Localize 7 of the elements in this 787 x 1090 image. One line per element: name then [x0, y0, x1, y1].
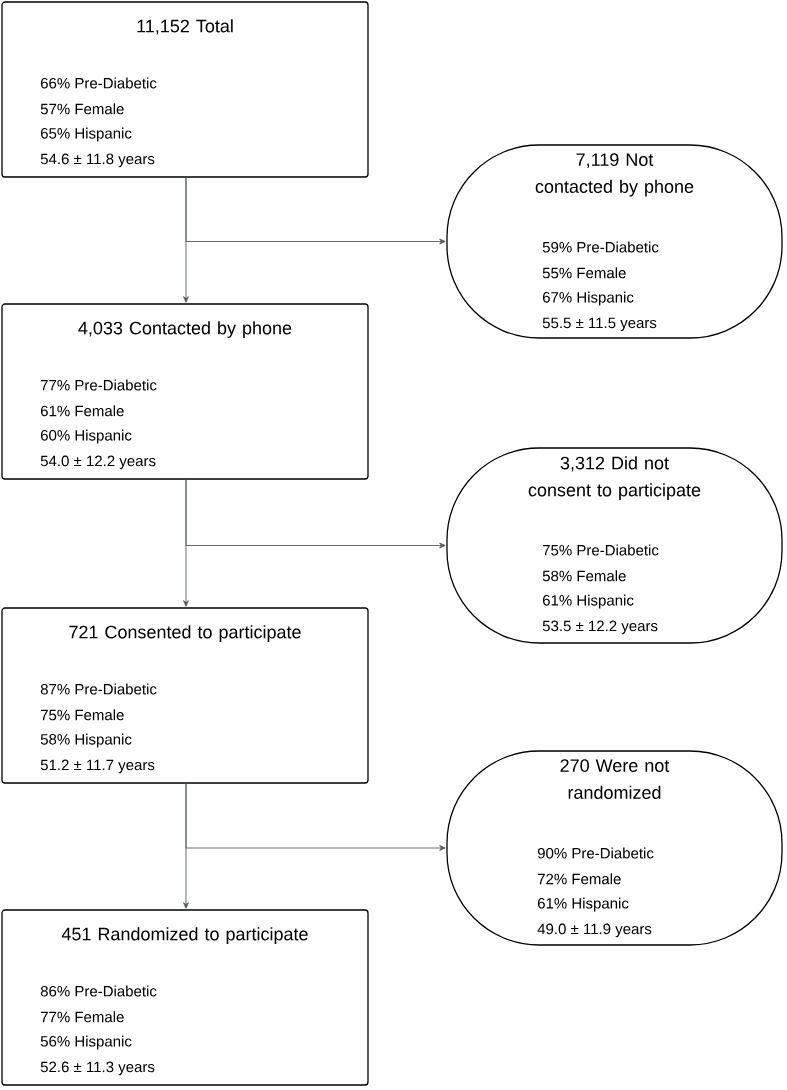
arrow	[183, 479, 189, 607]
flow-box: 451 Randomized to participate 86% Pre-Diabetic 77% Female 56% Hispanic 52.6 ± 11.3 years	[1, 909, 369, 1086]
flow-box: 11,152 Total 66% Pre-Diabetic 57% Female 65% Hispanic 54.6 ± 11.8 years	[1, 1, 369, 178]
flow-box: 721 Consented to participate 87% Pre-Diabetic 75% Female 58% Hispanic 51.2 ± 11.7 years	[1, 607, 369, 784]
arrow	[183, 783, 189, 909]
flow-box: 4,033 Contacted by phone 77% Pre-Diabetic 61% Female 60% Hispanic 54.0 ± 12.2 years	[1, 303, 369, 480]
arrow	[183, 177, 189, 303]
